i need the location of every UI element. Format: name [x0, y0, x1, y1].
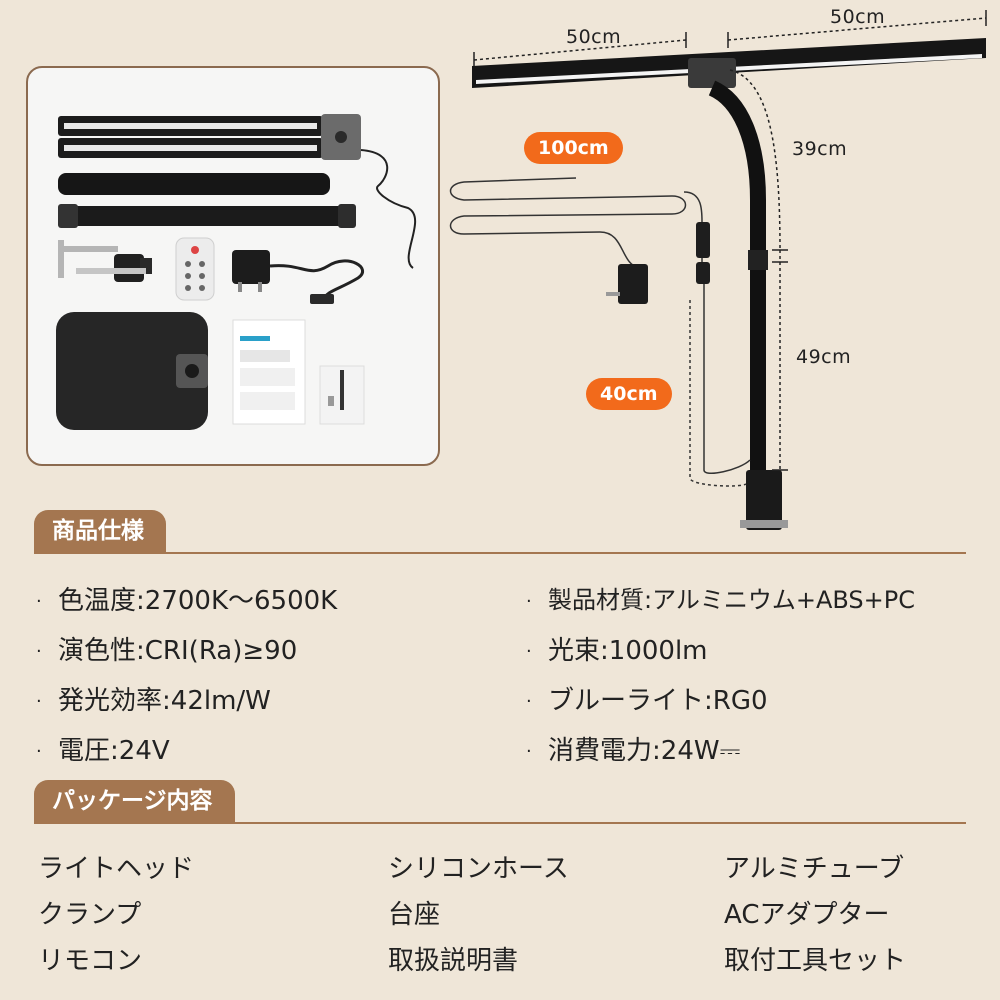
lamp-drawing [449, 10, 987, 530]
arm-dimension-lines [729, 69, 788, 471]
package-item: ACアダプター [724, 900, 890, 930]
spec-section-header: 商品仕様 [34, 510, 966, 554]
aluminum-tube [58, 173, 330, 195]
spec-section-rule [34, 552, 966, 554]
package-contents-photo [26, 66, 440, 466]
package-item: シリコンホース [388, 854, 569, 884]
lamp-dimension-diagram [440, 0, 1000, 560]
light-head [472, 38, 986, 88]
spec-luminous-flux: ·光束:1000lm [526, 636, 708, 666]
short-cable-length-badge: 40cm [586, 378, 672, 410]
package-item: リモコン [38, 946, 143, 976]
long-cable [449, 177, 703, 270]
short-cable [689, 284, 751, 487]
long-cable-length-badge: 100cm [524, 132, 623, 164]
spec-power: ·消費電力:24W⎓ [526, 736, 741, 766]
desk-base [56, 312, 208, 430]
lamp-arm [708, 80, 788, 530]
package-item: ライトヘッド [38, 854, 195, 884]
light-head-bars [58, 114, 417, 269]
spec-material: ·製品材質:アルミニウム+ABS+PC [526, 586, 915, 614]
spec-voltage: ·電圧:24V [36, 736, 170, 766]
spec-section-title: 商品仕様 [34, 510, 166, 552]
components-illustration [56, 114, 417, 430]
package-item: クランプ [38, 900, 142, 930]
head-left-length: 50cm [566, 26, 622, 48]
spec-efficiency: ·発光効率:42lm/W [36, 686, 271, 716]
head-right-length: 50cm [830, 6, 886, 28]
spec-cri: ·演色性:CRI(Ra)≥90 [36, 636, 298, 666]
package-item: 取扱説明書 [388, 946, 519, 976]
spec-color-temperature: ·色温度:2700K〜6500K [36, 586, 338, 616]
package-item: 取付工具セット [724, 946, 907, 976]
lower-arm-length: 49cm [796, 346, 852, 368]
package-item: 台座 [388, 900, 441, 930]
instruction-manual [232, 319, 306, 425]
ac-adapter [232, 250, 365, 304]
head-dimension-lines [473, 10, 987, 68]
package-item: アルミチューブ [724, 854, 905, 884]
package-section-rule [34, 822, 966, 824]
spec-blue-light: ·ブルーライト:RG0 [526, 686, 768, 716]
silicone-hose [58, 206, 353, 226]
tool-set [319, 365, 365, 425]
package-section-title: パッケージ内容 [34, 780, 235, 822]
adapter-drawing [618, 264, 648, 304]
package-section-header: パッケージ内容 [34, 780, 966, 824]
upper-arm-length: 39cm [792, 138, 848, 160]
clamp [58, 240, 152, 282]
remote-control [175, 237, 215, 301]
